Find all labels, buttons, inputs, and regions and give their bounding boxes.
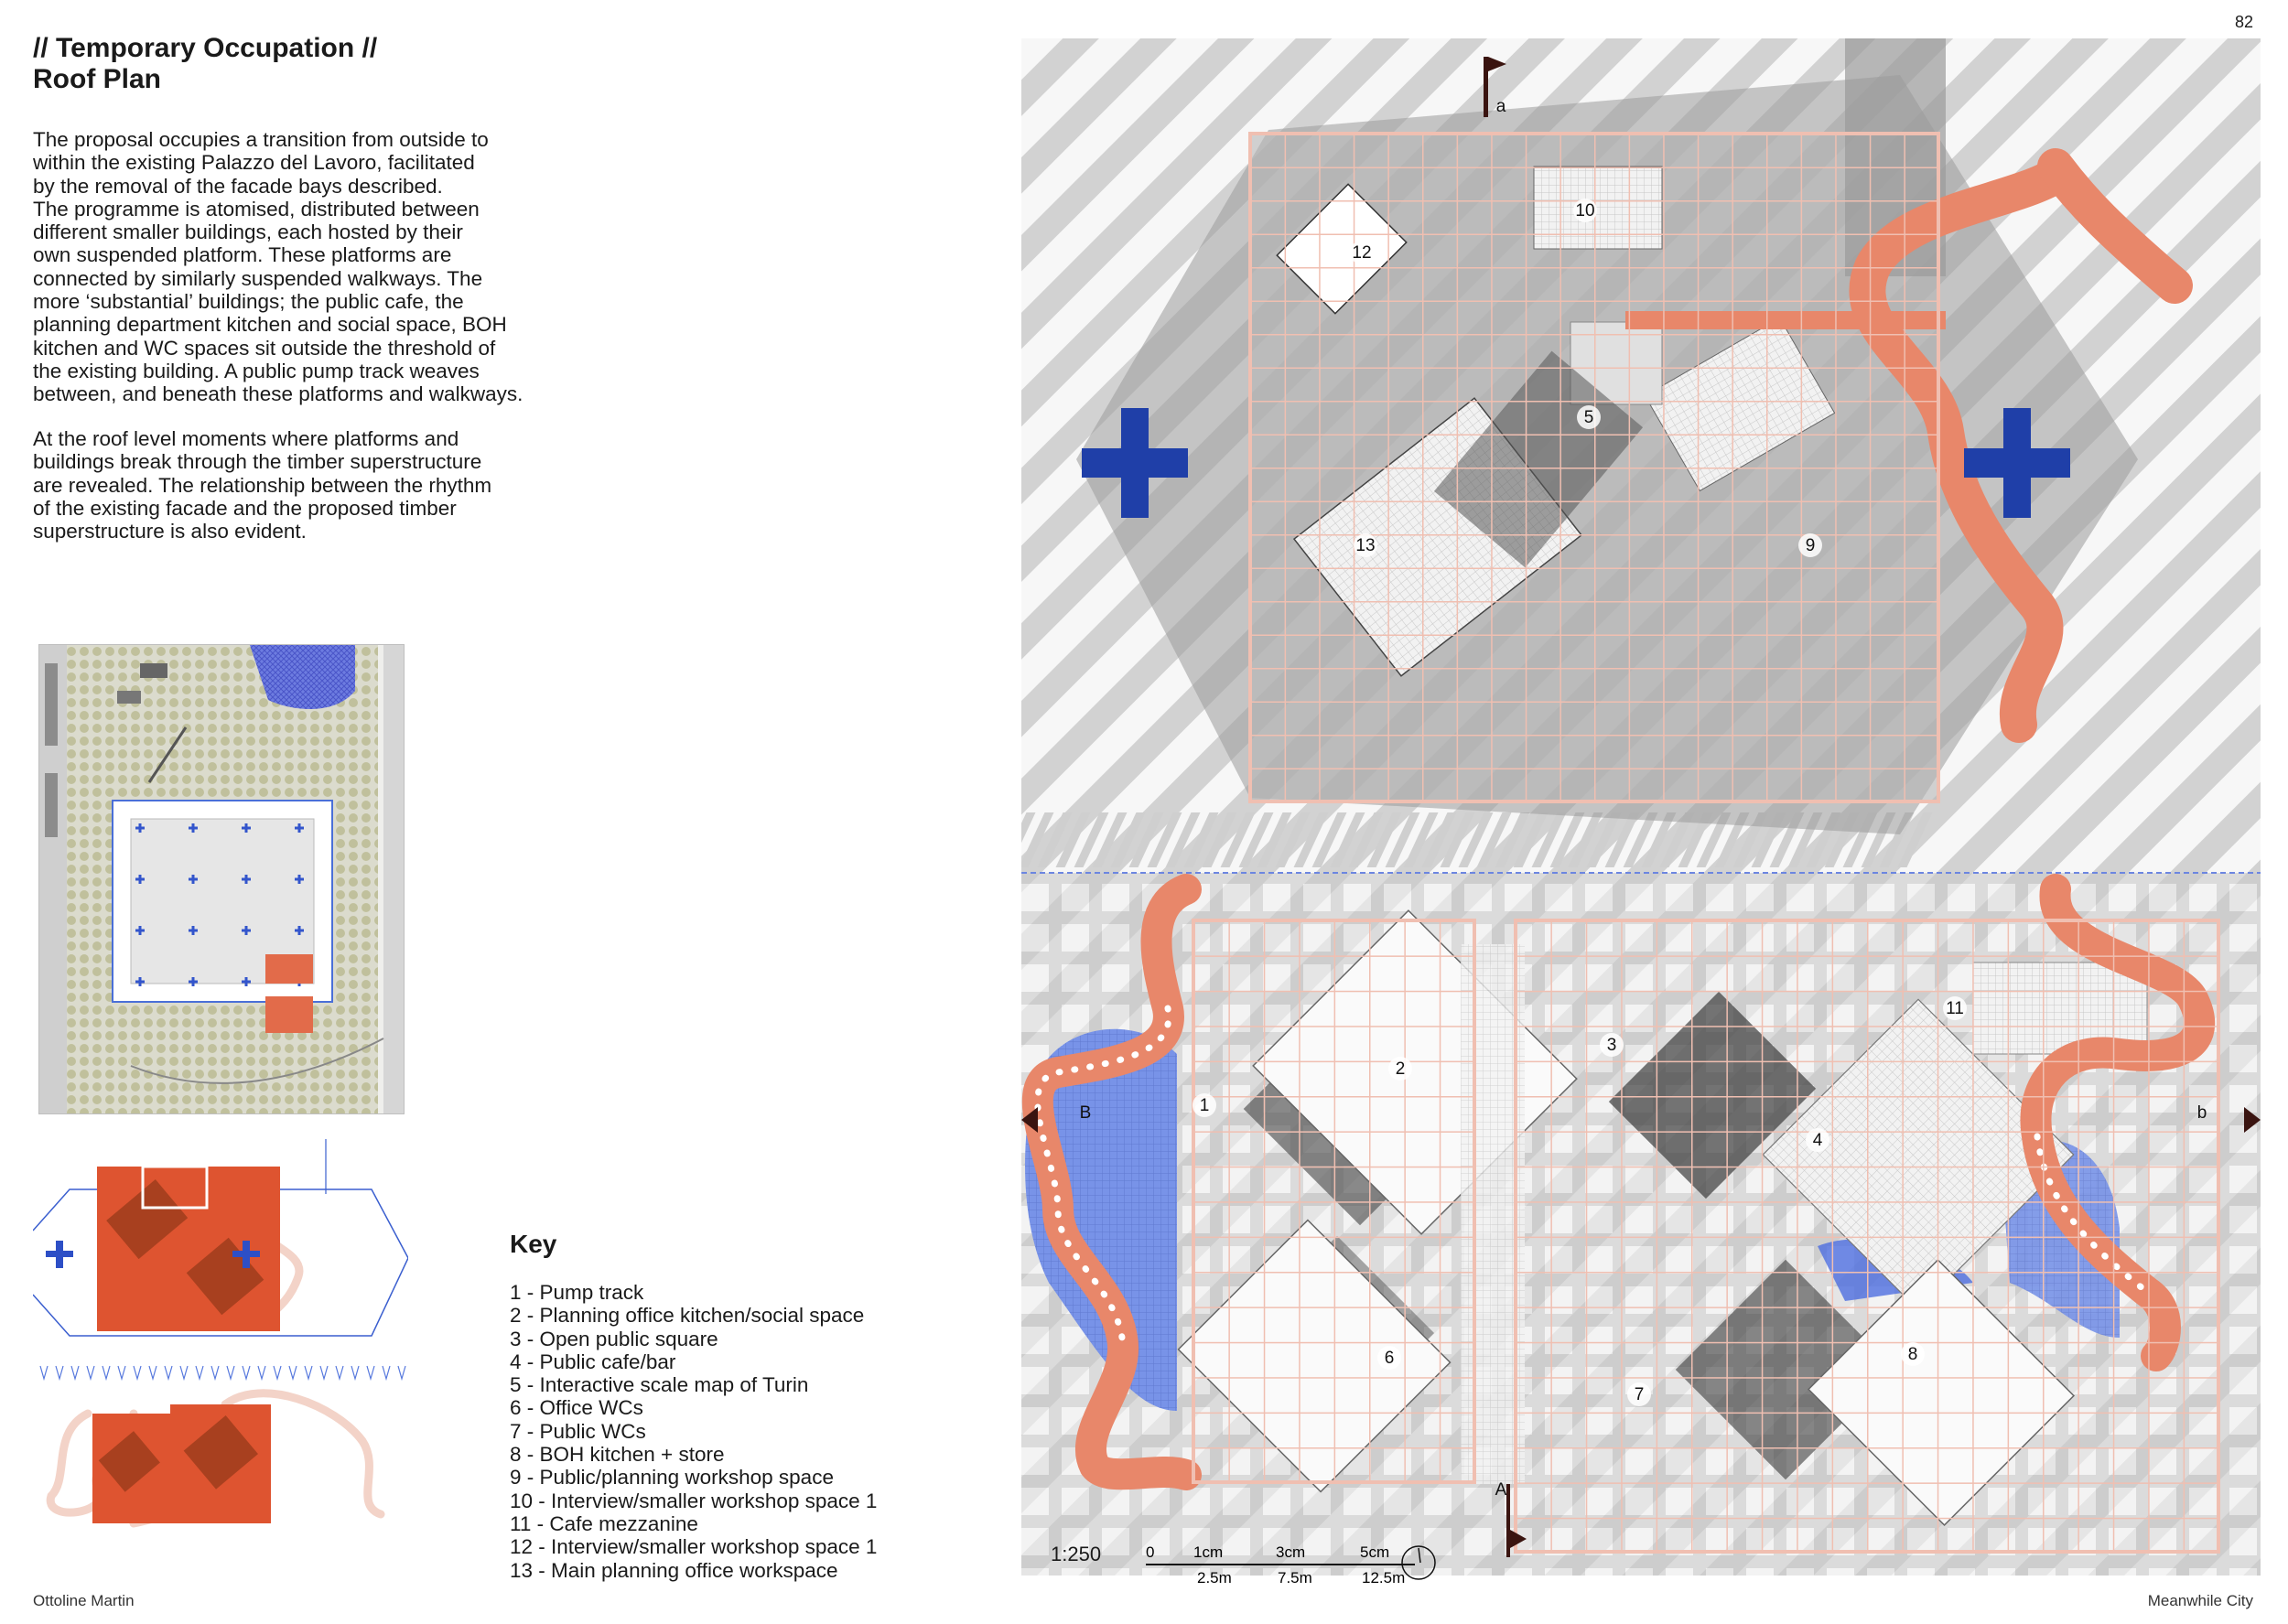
paragraph-line: At the roof level moments where platform… <box>33 427 459 450</box>
scale-tick-bottom: 7.5m <box>1278 1569 1312 1586</box>
paragraph-line: are revealed. The relationship between t… <box>33 473 492 497</box>
scale-tick-bottom: 12.5m <box>1362 1569 1405 1586</box>
key-item: 13 - Main planning office workspace <box>510 1558 838 1582</box>
paragraph-line: The programme is atomised, distributed b… <box>33 197 480 220</box>
author-name: Ottoline Martin <box>33 1592 135 1609</box>
plan-label-12: 12 <box>1352 243 1371 263</box>
plan-label-8: 8 <box>1908 1345 1918 1364</box>
title-line-1: // Temporary Occupation // <box>33 33 378 63</box>
plan-label-6: 6 <box>1385 1349 1395 1368</box>
plan-label-11: 11 <box>1946 999 1964 1018</box>
scale-bar: 0 1cm 3cm 5cm 2.5m 7.5m 12.5m <box>1140 1541 1442 1586</box>
plan-label-13: 13 <box>1355 536 1375 555</box>
section-marker-section_a_lower: A <box>1495 1480 1507 1500</box>
paragraph-line: kitchen and WC spaces sit outside the th… <box>33 336 496 360</box>
paragraph-line: of the existing facade and the proposed … <box>33 496 457 520</box>
project-name: Meanwhile City <box>2147 1592 2253 1609</box>
plan-label-5: 5 <box>1584 408 1594 427</box>
paragraph-line: more ‘substantial’ buildings; the public… <box>33 290 464 314</box>
scale-tick-top: 0 <box>1146 1543 1154 1561</box>
paragraph-line: planning department kitchen and social s… <box>33 313 507 337</box>
paragraph-line: The proposal occupies a transition from … <box>33 128 489 151</box>
paragraph-line: within the existing Palazzo del Lavoro, … <box>33 151 475 175</box>
key-item: 2 - Planning office kitchen/social space <box>510 1304 865 1328</box>
page-number: 82 <box>2234 13 2253 31</box>
site-plan-thumbnail <box>38 644 405 1114</box>
title-line-2: Roof Plan <box>33 64 161 94</box>
paragraph-line: different smaller buildings, each hosted… <box>33 220 463 244</box>
key-item: 9 - Public/planning workshop space <box>510 1466 834 1490</box>
description-paragraph-1: The proposal occupies a transition from … <box>33 128 582 406</box>
key-item: 6 - Office WCs <box>510 1396 643 1420</box>
plan-label-2: 2 <box>1396 1059 1406 1079</box>
scale-tick-top: 1cm <box>1193 1543 1223 1561</box>
key-item: 3 - Open public square <box>510 1327 718 1350</box>
paragraph-line: own suspended platform. These platforms … <box>33 243 452 267</box>
scale-ratio: 1:250 <box>1051 1543 1102 1565</box>
description-paragraph-2: At the roof level moments where platform… <box>33 427 582 543</box>
key-item: 12 - Interview/smaller workshop space 1 <box>510 1535 878 1559</box>
key-item: 11 - Cafe mezzanine <box>510 1511 698 1535</box>
paragraph-line: connected by similarly suspended walkway… <box>33 266 483 290</box>
scale-tick-top: 5cm <box>1360 1543 1389 1561</box>
section-marker-section_a_upper: a <box>1496 97 1506 116</box>
section-marker-section_b_right: b <box>2197 1103 2207 1123</box>
plan-label-3: 3 <box>1607 1036 1617 1055</box>
key-heading: Key <box>510 1230 557 1258</box>
key-item: 4 - Public cafe/bar <box>510 1350 676 1373</box>
key-item: 10 - Interview/smaller workshop space 1 <box>510 1489 878 1512</box>
plan-label-7: 7 <box>1635 1385 1645 1404</box>
plan-label-4: 4 <box>1813 1131 1823 1150</box>
plan-label-9: 9 <box>1806 536 1816 555</box>
page-title: // Temporary Occupation // Roof Plan <box>33 33 582 95</box>
paragraph-line: buildings break through the timber super… <box>33 450 482 474</box>
key-item: 8 - BOH kitchen + store <box>510 1443 725 1467</box>
key-item: 5 - Interactive scale map of Turin <box>510 1373 809 1397</box>
north-arrow <box>1400 1544 1437 1581</box>
paragraph-line: the existing building. A public pump tra… <box>33 359 480 382</box>
key-item: 7 - Public WCs <box>510 1419 646 1443</box>
key-item: 1 - Pump track <box>510 1281 644 1304</box>
programme-diagram <box>32 1139 409 1533</box>
paragraph-line: by the removal of the facade bays descri… <box>33 174 443 198</box>
scale-tick-bottom: 2.5m <box>1197 1569 1232 1586</box>
plan-label-10: 10 <box>1575 201 1594 220</box>
scale-tick-top: 3cm <box>1276 1543 1305 1561</box>
plan-label-1: 1 <box>1200 1096 1210 1115</box>
paragraph-line: superstructure is also evident. <box>33 520 307 543</box>
section-marker-section_b_left: B <box>1080 1103 1092 1123</box>
paragraph-line: between, and beneath these platforms and… <box>33 382 523 406</box>
